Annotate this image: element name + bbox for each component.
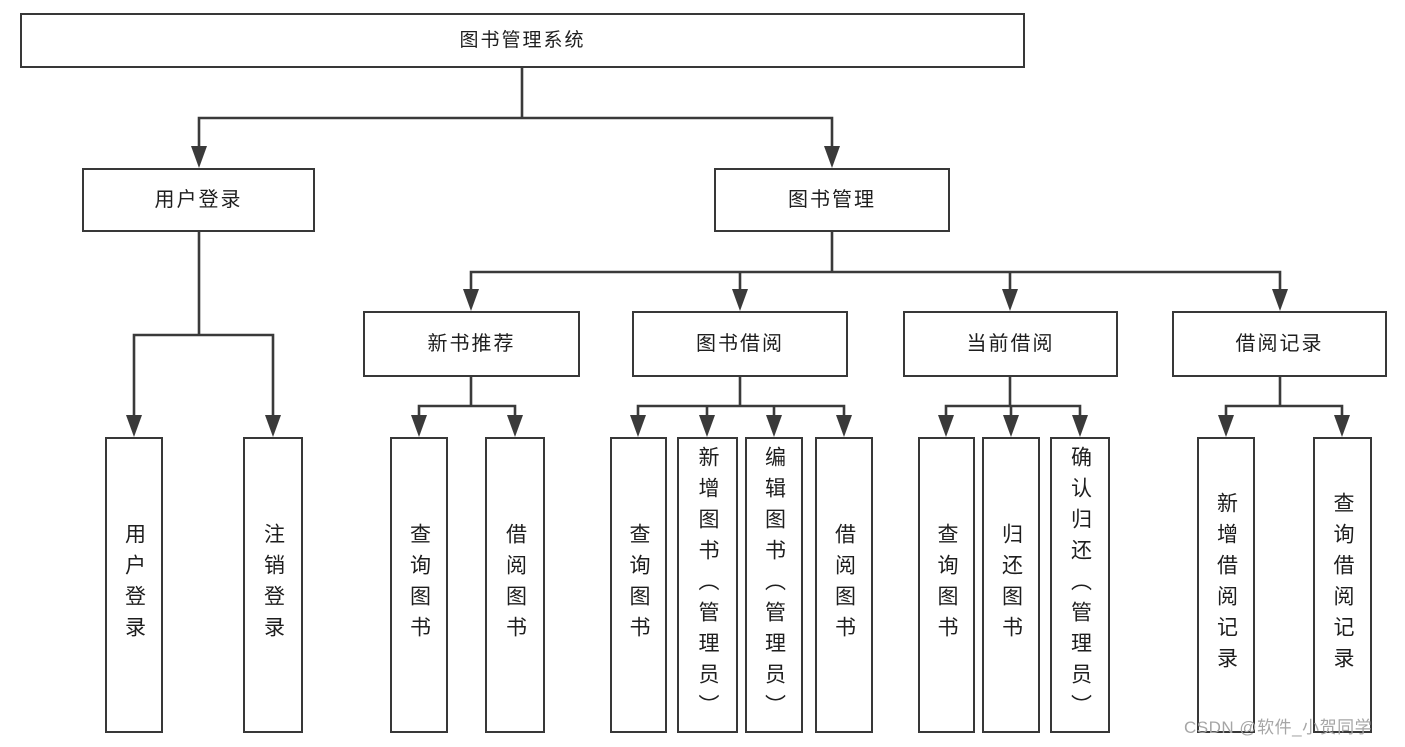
- leaf-logout: 注销登录: [243, 437, 303, 733]
- csdn-watermark: CSDN @软件_小贺同学: [1184, 718, 1373, 737]
- leaf-confirm-return-admin: 确认归还（管理员）: [1050, 437, 1110, 733]
- leaf-borrow-books: 借阅图书: [815, 437, 873, 733]
- arrowhead-icons: [126, 146, 1350, 437]
- leaf-borrow-query-books: 查询图书: [610, 437, 667, 733]
- leaf-user-login: 用户登录: [105, 437, 163, 733]
- leaf-query-borrow-record: 查询借阅记录: [1313, 437, 1372, 733]
- node-new-book-recommendation: 新书推荐: [363, 311, 580, 377]
- node-book-borrowing: 图书借阅: [632, 311, 848, 377]
- leaf-return-books: 归还图书: [982, 437, 1040, 733]
- leaf-current-query-books: 查询图书: [918, 437, 975, 733]
- node-current-borrowing: 当前借阅: [903, 311, 1118, 377]
- leaf-recommend-borrow-books: 借阅图书: [485, 437, 545, 733]
- leaf-recommend-query-books: 查询图书: [390, 437, 448, 733]
- node-library-management-system: 图书管理系统: [20, 13, 1025, 68]
- leaf-add-borrow-record: 新增借阅记录: [1197, 437, 1255, 733]
- leaf-add-books-admin: 新增图书（管理员）: [677, 437, 738, 733]
- leaf-edit-books-admin: 编辑图书（管理员）: [745, 437, 803, 733]
- node-user-login: 用户登录: [82, 168, 315, 232]
- node-book-management: 图书管理: [714, 168, 950, 232]
- node-borrowing-records: 借阅记录: [1172, 311, 1387, 377]
